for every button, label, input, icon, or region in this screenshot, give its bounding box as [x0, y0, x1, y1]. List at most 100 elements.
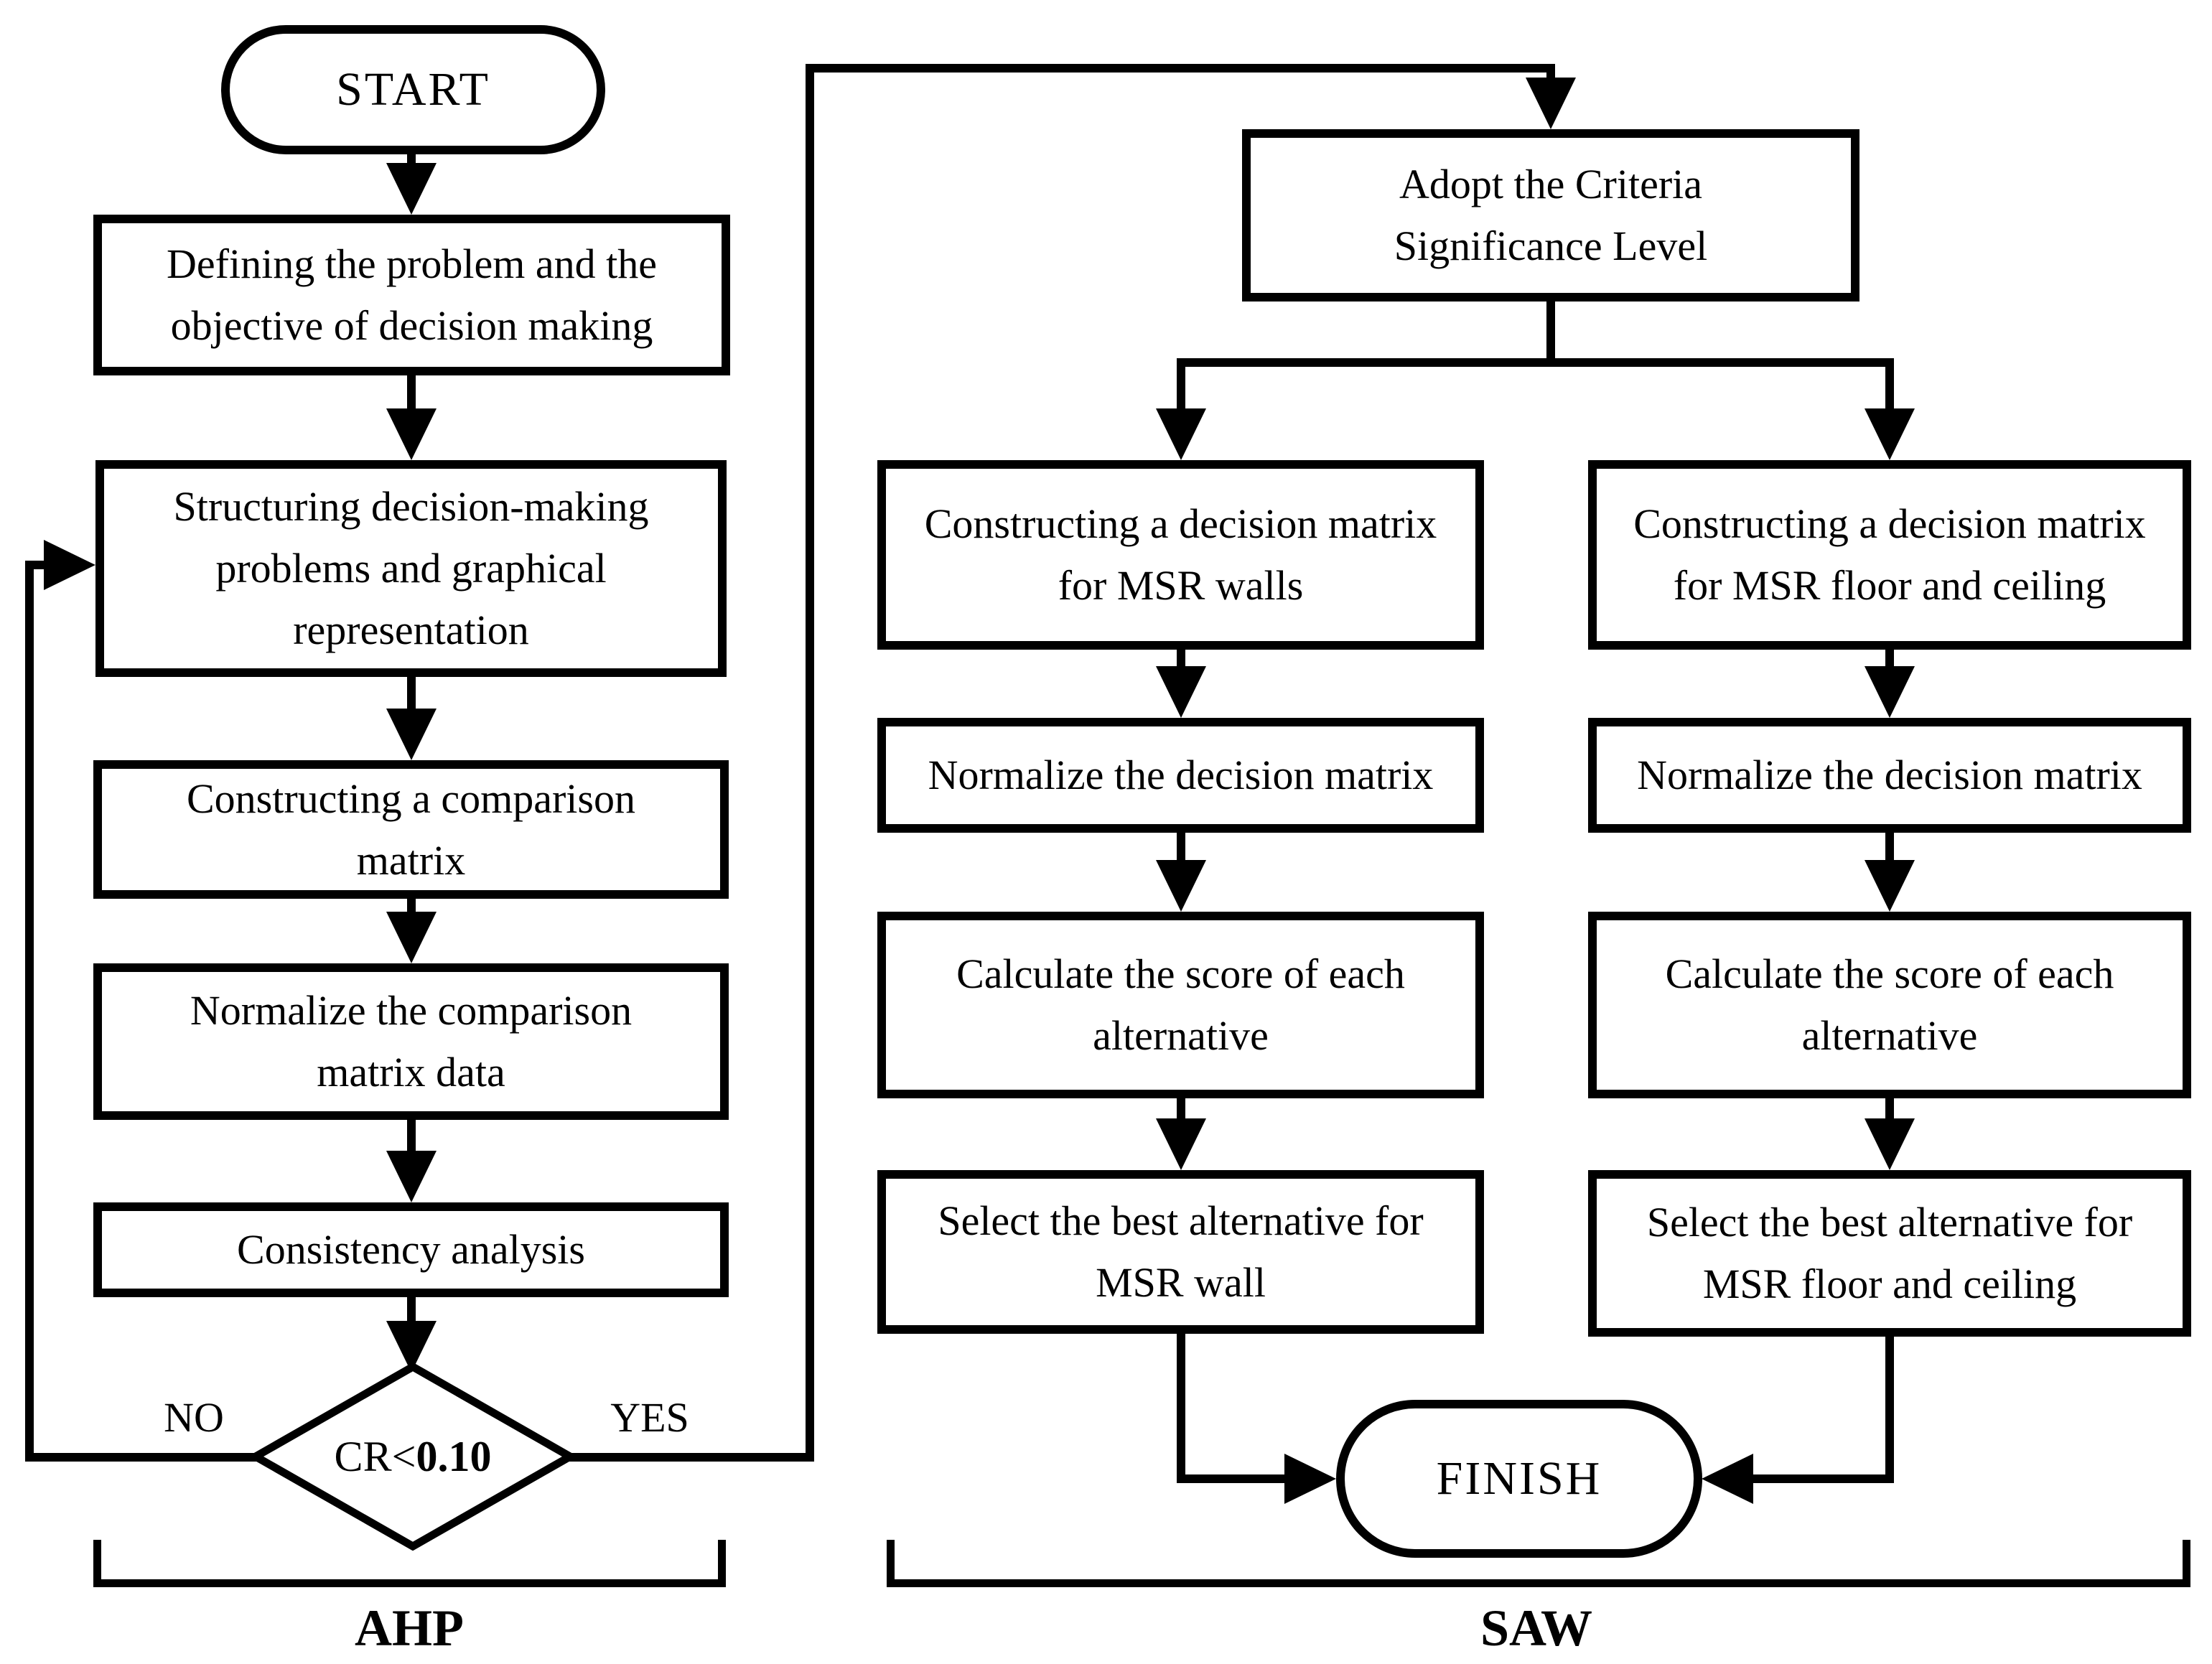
process-floor-score: Calculate the score of each alternative: [1588, 912, 2191, 1098]
process-text-line: alternative: [1801, 1012, 1978, 1059]
saw-bracket: [887, 1579, 2190, 1587]
process-structuring-problems: Structuring decision-making problems and…: [95, 460, 727, 677]
process-text-line: Select the best alternative for: [1646, 1199, 2133, 1245]
arrowhead-down-icon: [1156, 408, 1206, 460]
arrowhead-down-icon: [386, 163, 437, 215]
flow-line: [1753, 1474, 1890, 1483]
process-text-line: Consistency analysis: [237, 1226, 585, 1273]
process-adopt-criteria: Adopt the Criteria Significance Level: [1242, 129, 1859, 302]
flow-line: [1177, 363, 1185, 414]
finish-terminator: FINISH: [1336, 1400, 1702, 1558]
arrowhead-left-icon: [1702, 1454, 1753, 1504]
ahp-bracket-tick: [93, 1540, 101, 1587]
arrowhead-down-icon: [386, 1321, 437, 1373]
process-text-line: matrix: [356, 836, 466, 884]
flow-line: [407, 1296, 416, 1327]
yes-branch-label: YES: [610, 1394, 689, 1441]
ahp-group-label: AHP: [355, 1599, 464, 1657]
start-label: START: [336, 63, 490, 116]
process-text-line: representation: [293, 607, 529, 653]
arrowhead-down-icon: [386, 408, 437, 460]
flow-line: [407, 374, 416, 414]
process-floor-decision-matrix: Constructing a decision matrix for MSR f…: [1588, 460, 2191, 650]
saw-group-label: SAW: [1480, 1599, 1593, 1657]
ahp-bracket: [93, 1579, 726, 1587]
process-text-line: matrix data: [317, 1049, 505, 1095]
decision-condition-prefix: CR<: [334, 1432, 416, 1480]
arrowhead-down-icon: [386, 912, 437, 963]
process-text-line: Calculate the score of each: [956, 950, 1405, 997]
process-text-line: problems and graphical: [215, 545, 607, 592]
process-defining-problem: Defining the problem and the objective o…: [93, 215, 730, 375]
flow-line: [1885, 363, 1894, 414]
process-walls-normalize: Normalize the decision matrix: [877, 718, 1484, 833]
process-floor-select: Select the best alternative for MSR floo…: [1588, 1170, 2191, 1337]
flow-line: [1177, 831, 1185, 866]
arrowhead-down-icon: [1865, 408, 1915, 460]
arrowhead-down-icon: [386, 709, 437, 760]
flow-line: [1177, 1097, 1185, 1124]
process-text-line: Constructing a decision matrix: [1633, 500, 2146, 547]
flow-line: [1177, 648, 1185, 672]
arrowhead-down-icon: [1156, 666, 1206, 718]
saw-bracket-tick: [2183, 1540, 2190, 1587]
split-line: [1177, 358, 1894, 367]
process-text-line: Constructing a comparison: [186, 775, 635, 822]
arrowhead-down-icon: [1526, 78, 1576, 129]
flow-line: [1546, 300, 1555, 367]
process-text-line: Calculate the score of each: [1665, 950, 2114, 997]
no-branch-line: [25, 561, 34, 1462]
process-text-line: Normalize the decision matrix: [928, 752, 1434, 798]
process-normalize-comparison: Normalize the comparison matrix data: [93, 963, 729, 1120]
process-text-line: Significance Level: [1394, 223, 1708, 269]
process-text-line: MSR floor and ceiling: [1702, 1261, 2077, 1307]
arrowhead-down-icon: [1865, 666, 1915, 718]
flow-line: [1885, 1097, 1894, 1124]
process-text-line: Adopt the Criteria: [1399, 161, 1702, 207]
process-text-line: Defining the problem and the: [167, 240, 657, 287]
process-text-line: Constructing a decision matrix: [924, 500, 1437, 547]
finish-label: FINISH: [1436, 1452, 1602, 1505]
flow-line: [1885, 648, 1894, 672]
no-branch-line: [25, 561, 47, 569]
arrowhead-right-icon: [44, 540, 95, 590]
decision-diamond-shape: [251, 1362, 574, 1551]
process-text-line: Structuring decision-making: [173, 483, 649, 530]
process-text-line: Normalize the decision matrix: [1637, 752, 2142, 798]
process-walls-decision-matrix: Constructing a decision matrix for MSR w…: [877, 460, 1484, 650]
process-text-line: MSR wall: [1096, 1259, 1266, 1306]
flow-line: [407, 1118, 416, 1156]
yes-branch-line: [806, 64, 1555, 73]
process-text-line: alternative: [1093, 1012, 1269, 1059]
process-text-line: for MSR floor and ceiling: [1673, 562, 2106, 609]
no-branch-line: [25, 1453, 263, 1462]
process-text-line: Select the best alternative for: [938, 1197, 1424, 1244]
process-walls-select: Select the best alternative for MSR wall: [877, 1170, 1484, 1334]
process-text-line: for MSR walls: [1058, 562, 1304, 609]
flow-line: [1885, 831, 1894, 866]
decision-condition-value: 0.10: [416, 1432, 492, 1480]
process-text-line: objective of decision making: [170, 302, 653, 349]
decision-diamond-label: CR<0.10: [251, 1362, 574, 1551]
flow-line: [1181, 1474, 1284, 1483]
arrowhead-right-icon: [1284, 1454, 1336, 1504]
process-text-line: Normalize the comparison: [190, 987, 633, 1034]
arrowhead-down-icon: [1865, 1118, 1915, 1170]
no-branch-label: NO: [164, 1394, 224, 1441]
process-consistency-analysis: Consistency analysis: [93, 1202, 729, 1297]
process-walls-score: Calculate the score of each alternative: [877, 912, 1484, 1098]
flow-line: [1177, 1332, 1185, 1483]
saw-bracket-tick: [887, 1540, 895, 1587]
flow-line: [1885, 1335, 1894, 1483]
start-terminator: START: [221, 25, 605, 154]
arrowhead-down-icon: [1156, 1118, 1206, 1170]
process-floor-normalize: Normalize the decision matrix: [1588, 718, 2191, 833]
arrowhead-down-icon: [386, 1151, 437, 1202]
flow-line: [407, 676, 416, 714]
ahp-bracket-tick: [718, 1540, 726, 1587]
arrowhead-down-icon: [1156, 860, 1206, 912]
yes-branch-line: [806, 64, 814, 1462]
arrowhead-down-icon: [1865, 860, 1915, 912]
process-comparison-matrix: Constructing a comparison matrix: [93, 760, 729, 899]
